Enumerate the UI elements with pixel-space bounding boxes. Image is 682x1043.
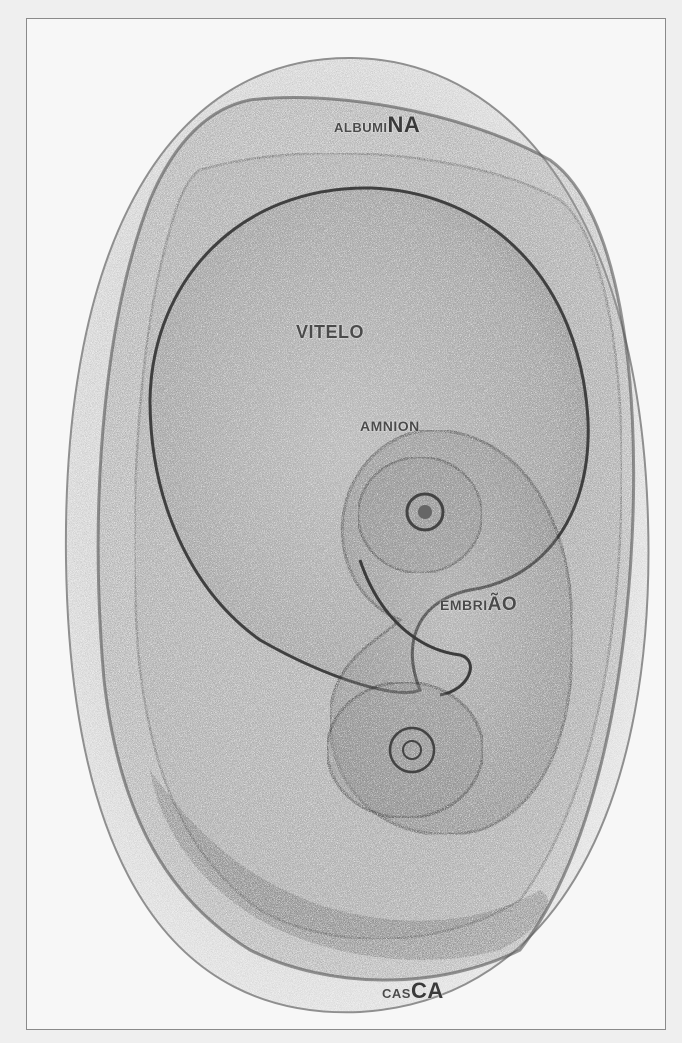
label-casca-large: CA bbox=[411, 978, 444, 1003]
label-albumina-small: ALBUMI bbox=[334, 120, 388, 135]
label-albumina-large: NA bbox=[388, 112, 421, 137]
label-amnion: AMNION bbox=[360, 418, 420, 434]
embryo-eye-inner bbox=[418, 505, 432, 519]
label-vitelo: VITELO bbox=[296, 322, 364, 343]
label-embriao-large: ÃO bbox=[488, 594, 518, 615]
label-casca: CASCA bbox=[382, 978, 444, 1004]
label-embriao-small: EMBRI bbox=[440, 597, 488, 613]
label-albumina: ALBUMINA bbox=[334, 112, 420, 138]
label-casca-small: CAS bbox=[382, 986, 411, 1001]
embryo-tail-sac bbox=[327, 682, 483, 818]
label-embriao: EMBRIÃO bbox=[440, 594, 517, 616]
